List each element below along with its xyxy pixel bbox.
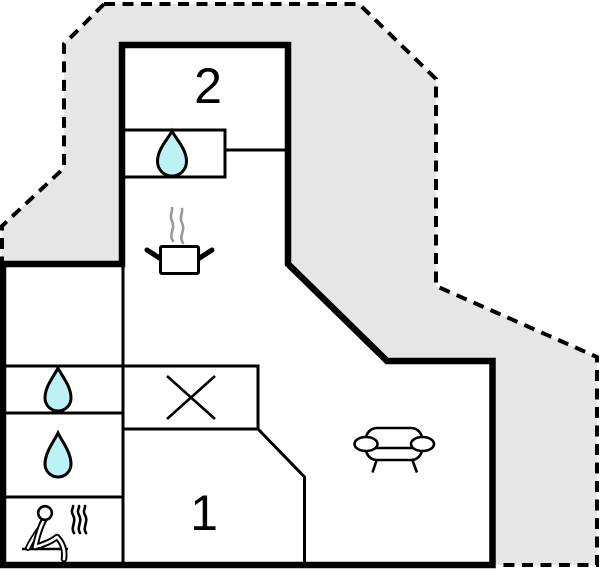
pot-body	[159, 245, 200, 275]
steam-wave	[76, 504, 82, 535]
sofa-armrest	[409, 435, 436, 453]
room-label-lower: 1	[190, 485, 218, 541]
outdoor-boundary-dashed-right	[104, 2, 599, 567]
wall-table-box	[123, 364, 260, 431]
water-drop-icon	[155, 127, 189, 178]
room-label-upper: 2	[194, 58, 222, 114]
steam-wave	[82, 504, 88, 535]
pot-handle-left	[144, 247, 164, 262]
x-table-icon	[166, 375, 216, 420]
water-drop-icons	[43, 127, 189, 479]
water-drop-icon	[43, 364, 73, 413]
cooking-pot-icon	[144, 206, 215, 275]
steam-wave	[70, 504, 76, 535]
sauna-person-icon	[22, 504, 88, 563]
pot-steam-icon	[179, 207, 185, 245]
sauna-person-body-inner	[33, 518, 66, 561]
wall-room1-diagonal	[256, 427, 306, 563]
sofa-icon	[353, 426, 436, 473]
sauna-steam-icon	[70, 504, 88, 535]
outdoor-boundary-dashed-left	[0, 2, 106, 261]
x-line	[166, 375, 216, 420]
water-drop-icon	[43, 429, 73, 479]
sauna-person-head	[36, 504, 54, 522]
pot-steam-icon	[169, 206, 175, 243]
sofa-leg	[410, 458, 419, 473]
outdoor-area-fill	[2, 4, 597, 565]
sofa-armrest	[353, 435, 379, 453]
pot-handle-right	[195, 247, 215, 262]
